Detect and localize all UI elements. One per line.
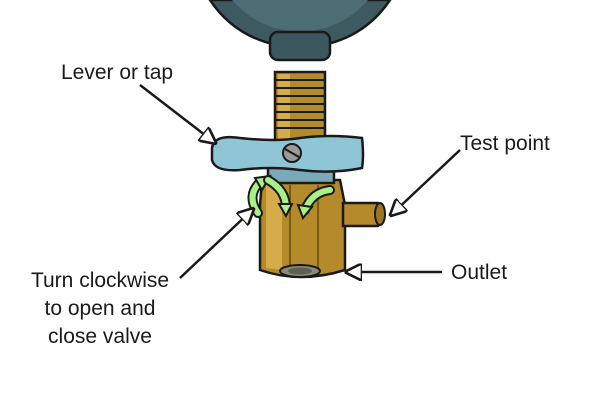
label-lever-or-tap: Lever or tap	[61, 61, 174, 84]
lever-tap	[210, 134, 365, 185]
label-turn-clockwise: Turn clockwise to open and close valve	[20, 267, 180, 351]
label-test-point: Test point	[460, 132, 550, 155]
test-point-pointer-arrow	[392, 149, 461, 214]
lever-pointer-arrow	[139, 84, 214, 142]
label-turn-line-3: close valve	[48, 325, 152, 348]
threaded-neck	[273, 70, 327, 146]
turn-pointer-arrow	[179, 210, 252, 279]
pressure-gauge-icon	[208, 0, 392, 62]
label-turn-line-2: to open and	[44, 297, 156, 320]
label-turn-line-1: Turn clockwise	[30, 269, 170, 292]
label-outlet: Outlet	[451, 261, 508, 284]
